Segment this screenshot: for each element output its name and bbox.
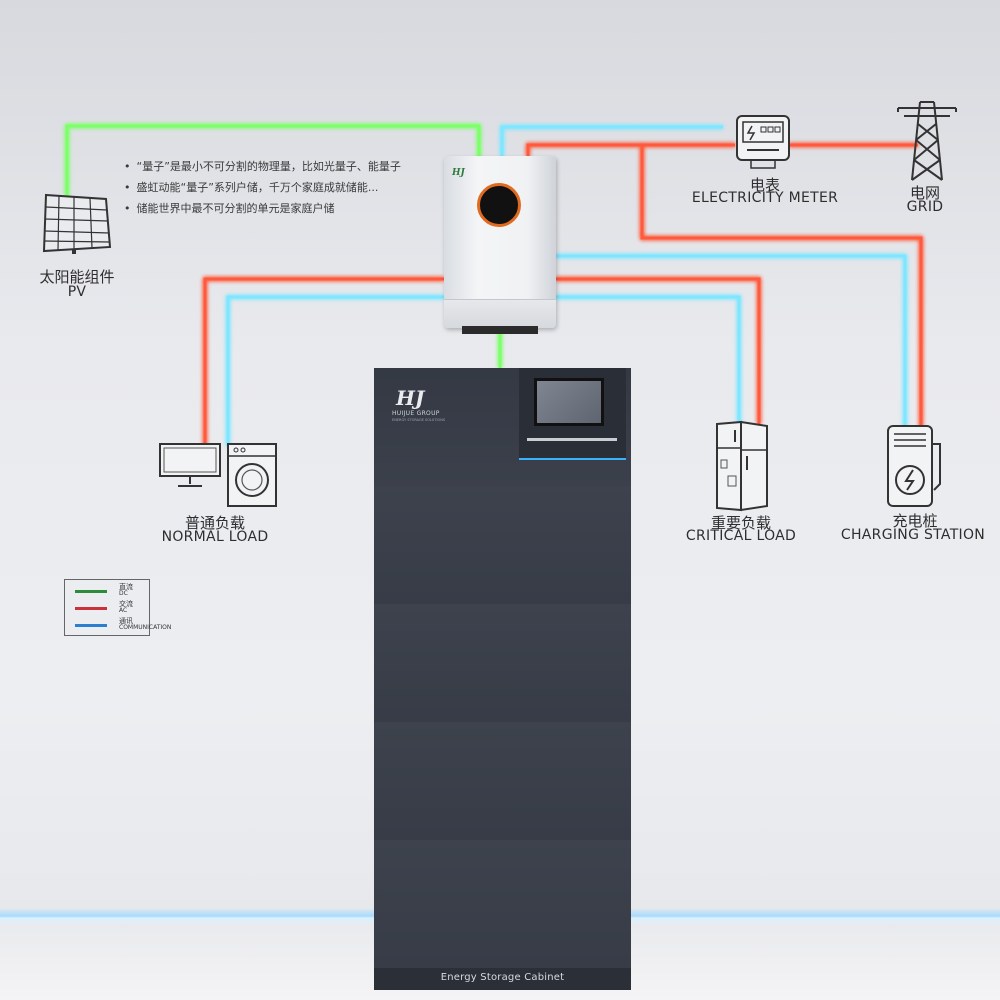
touch-screen-housing: [519, 368, 626, 460]
cabinet-brand: HUIJUE GROUP: [392, 410, 440, 417]
normal-load-label-en: NORMAL LOAD: [161, 529, 269, 545]
meter-label-en: ELECTRICITY METER: [691, 190, 839, 206]
grid-label-zh: 电网: [909, 184, 940, 202]
solar-panel-icon: [42, 193, 112, 254]
legend-comm-en: COMMUNICATION: [119, 624, 172, 631]
battery-module: [374, 604, 631, 722]
legend-comm-zh: 通讯: [119, 617, 133, 625]
battery-module: [374, 722, 631, 840]
inverter-bottom-panel: [444, 299, 556, 328]
ac-wire-charging: [640, 145, 923, 427]
legend-item-dc: 直流 DC: [71, 583, 147, 599]
inverter-display: [477, 183, 521, 227]
comm-wire-charging: [556, 254, 907, 427]
charging-label-zh: 充电桩: [892, 512, 938, 530]
hybrid-inverter: HJ: [444, 156, 556, 334]
monitor-icon: [159, 443, 221, 487]
dc-wire-pv: [65, 124, 481, 196]
critical-load-label-en: CRITICAL LOAD: [685, 528, 797, 544]
inverter-logo: HJ: [452, 168, 465, 178]
battery-module: [374, 840, 631, 968]
pv-label-en: PV: [67, 284, 87, 300]
cabinet-control-module: HJ HUIJUE GROUP ENERGY STORAGE SOLUTIONS: [374, 368, 631, 486]
critical-load-label-zh: 重要负载: [710, 514, 771, 532]
legend: 直流 DC 交流 AC 通讯 COMMUNICATION: [64, 579, 171, 636]
legend-ac-zh: 交流: [119, 600, 133, 608]
meter-label-zh: 电表: [749, 176, 780, 194]
cabinet-base: Energy Storage Cabinet: [374, 968, 631, 990]
legend-dc-en: DC: [119, 590, 128, 597]
electricity-meter-icon: [736, 115, 790, 169]
ac-wire-normal-load: [203, 277, 444, 446]
legend-ac-en: AC: [119, 607, 128, 614]
comm-wire-meter: [500, 125, 723, 156]
bullet-text: 盛虹动能“量子”系列户储，千万个家庭成就储能...: [124, 177, 401, 198]
washing-machine-icon: [227, 443, 277, 507]
legend-dc-zh: 直流: [119, 583, 133, 591]
comm-wire-normal-load: [226, 295, 444, 446]
bullet-text: “量子”是最小不可分割的物理量，比如光量子、能量子: [124, 156, 401, 177]
touch-screen[interactable]: [534, 378, 604, 426]
charging-station-icon: [887, 425, 941, 507]
normal-load-label-zh: 普通负载: [184, 514, 245, 532]
vent-slot: [527, 438, 617, 441]
pv-label-zh: 太阳能组件: [39, 268, 115, 286]
legend-item-ac: 交流 AC: [71, 600, 147, 616]
ac-wire-meter: [526, 143, 735, 156]
legend-swatch-dc: [75, 590, 107, 593]
legend-swatch-ac: [75, 607, 107, 610]
energy-storage-cabinet: HJ HUIJUE GROUP ENERGY STORAGE SOLUTIONS…: [374, 368, 631, 990]
transmission-tower-icon: [897, 101, 957, 181]
cabinet-footer-label: Energy Storage Cabinet: [440, 972, 565, 983]
grid-label-en: GRID: [906, 199, 944, 215]
battery-module: [374, 486, 631, 604]
inverter-mount-bracket: [462, 326, 538, 334]
cabinet-brand-sub: ENERGY STORAGE SOLUTIONS: [392, 418, 446, 422]
description-bullets: “量子”是最小不可分割的物理量，比如光量子、能量子 盛虹动能“量子”系列户储，千…: [124, 156, 401, 219]
cabinet-logo: HJ: [396, 386, 425, 410]
comm-wire-critical-load: [556, 295, 741, 424]
bullet-text: 储能世界中最不可分割的单元是家庭户储: [124, 198, 401, 219]
charging-label-en: CHARGING STATION: [840, 527, 986, 543]
legend-item-comm: 通讯 COMMUNICATION: [71, 617, 171, 633]
legend-swatch-comm: [75, 624, 107, 627]
ac-wire-critical-load: [556, 277, 761, 424]
refrigerator-icon: [716, 420, 768, 512]
